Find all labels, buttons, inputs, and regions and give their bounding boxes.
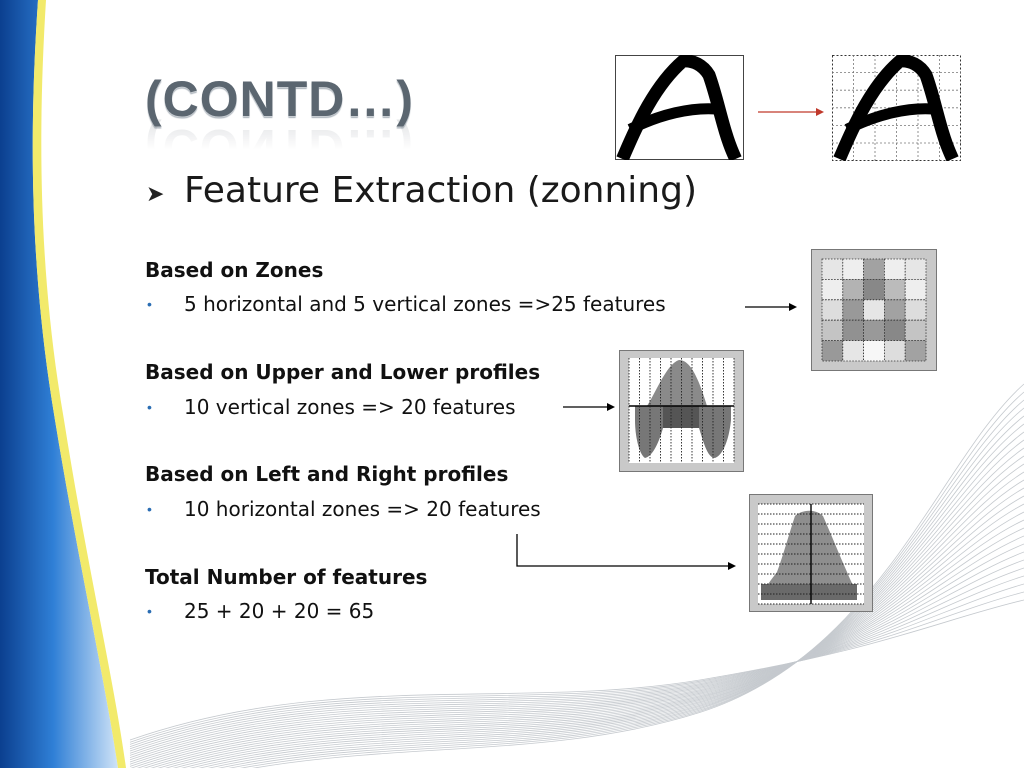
wave-line: [130, 495, 1024, 768]
zone-cell: [821, 299, 844, 321]
elbow-arrow-to-left-right-profile: [516, 534, 736, 570]
zone-cell: [904, 340, 927, 362]
letter-original-figure: [615, 55, 744, 160]
wave-line: [129, 599, 1024, 741]
zone-cell: [821, 258, 844, 280]
wave-line: [129, 503, 1024, 767]
wave-line: [137, 487, 1024, 768]
zone-cell: [863, 258, 885, 280]
wave-line: [143, 479, 1024, 768]
zone-cell: [842, 340, 864, 362]
bullet-dot-icon: •: [147, 399, 152, 415]
section-bullet-total: 25 + 20 + 20 = 65: [184, 599, 375, 623]
zone-cell: [884, 278, 906, 301]
wave-line: [165, 455, 1024, 768]
section-heading-upper-lower: Based on Upper and Lower profiles: [145, 360, 541, 384]
upper-lower-profile-figure: [619, 350, 744, 472]
zone-cell: [842, 258, 864, 280]
zone-grid-figure: [811, 249, 937, 371]
section-heading-zones: Based on Zones: [145, 258, 324, 282]
zone-cell: [884, 340, 906, 362]
zone-cell: [884, 299, 906, 321]
bullet-dot-icon: •: [147, 296, 152, 312]
wave-line: [180, 439, 1024, 768]
wave-line: [129, 511, 1024, 765]
red-arrow: [758, 108, 824, 116]
arrow-to-upper-lower-profile: [563, 403, 615, 411]
section-bullet-upper-lower: 10 vertical zones => 20 features: [184, 395, 516, 419]
left-yellow-stripe: [32, 0, 126, 768]
zone-cell: [821, 340, 844, 362]
zone-cell: [904, 258, 927, 280]
wave-line: [129, 591, 1024, 743]
section-bullet-zones: 5 horizontal and 5 vertical zones =>25 f…: [184, 292, 666, 316]
zone-cell: [821, 278, 844, 301]
zone-cell: [842, 278, 864, 301]
main-point-text: Feature Extraction (zonning): [184, 170, 698, 211]
zone-cell: [904, 299, 927, 321]
wave-line: [228, 399, 1024, 768]
wave-line: [129, 559, 1024, 752]
zone-cell: [842, 299, 864, 321]
wave-line: [217, 407, 1024, 768]
zone-cell: [863, 299, 885, 321]
wave-line: [129, 527, 1024, 761]
slide-title: (CONTD…): [145, 71, 415, 127]
bullet-dot-icon: •: [147, 501, 152, 517]
zone-cell: [904, 278, 927, 301]
zone-cell: [842, 319, 864, 341]
section-heading-total: Total Number of features: [145, 565, 428, 589]
wave-line: [129, 567, 1024, 750]
wave-line: [252, 383, 1024, 768]
zone-cell: [821, 319, 844, 341]
section-bullet-left-right: 10 horizontal zones => 20 features: [184, 497, 541, 521]
wave-line: [172, 447, 1024, 768]
zone-cell: [863, 319, 885, 341]
zone-cell: [863, 340, 885, 362]
zone-cell: [904, 319, 927, 341]
wave-line: [198, 423, 1024, 768]
bullet-dot-icon: •: [147, 603, 152, 619]
letter-gridded-figure: [832, 55, 961, 161]
bottom-wave-lines: [129, 383, 1024, 768]
wave-line: [189, 431, 1024, 768]
wave-line: [129, 575, 1024, 747]
zone-cell: [884, 258, 906, 280]
wave-line: [129, 535, 1024, 758]
wave-line: [157, 463, 1024, 768]
section-heading-left-right: Based on Left and Right profiles: [145, 462, 509, 486]
zone-cell: [884, 319, 906, 341]
wave-line: [129, 583, 1024, 745]
wave-line: [129, 543, 1024, 756]
slide-title-reflection: (CONTD…): [145, 119, 415, 175]
chevron-bullet-icon: ➤: [146, 181, 165, 206]
wave-line: [150, 471, 1024, 768]
wave-line: [240, 391, 1024, 768]
wave-line: [129, 519, 1024, 763]
wave-line: [129, 551, 1024, 754]
wave-line: [207, 415, 1024, 768]
zone-cell: [863, 278, 885, 301]
left-right-profile-figure: [749, 494, 873, 612]
arrow-to-zone-grid: [745, 303, 797, 311]
left-blue-band: [0, 0, 118, 768]
